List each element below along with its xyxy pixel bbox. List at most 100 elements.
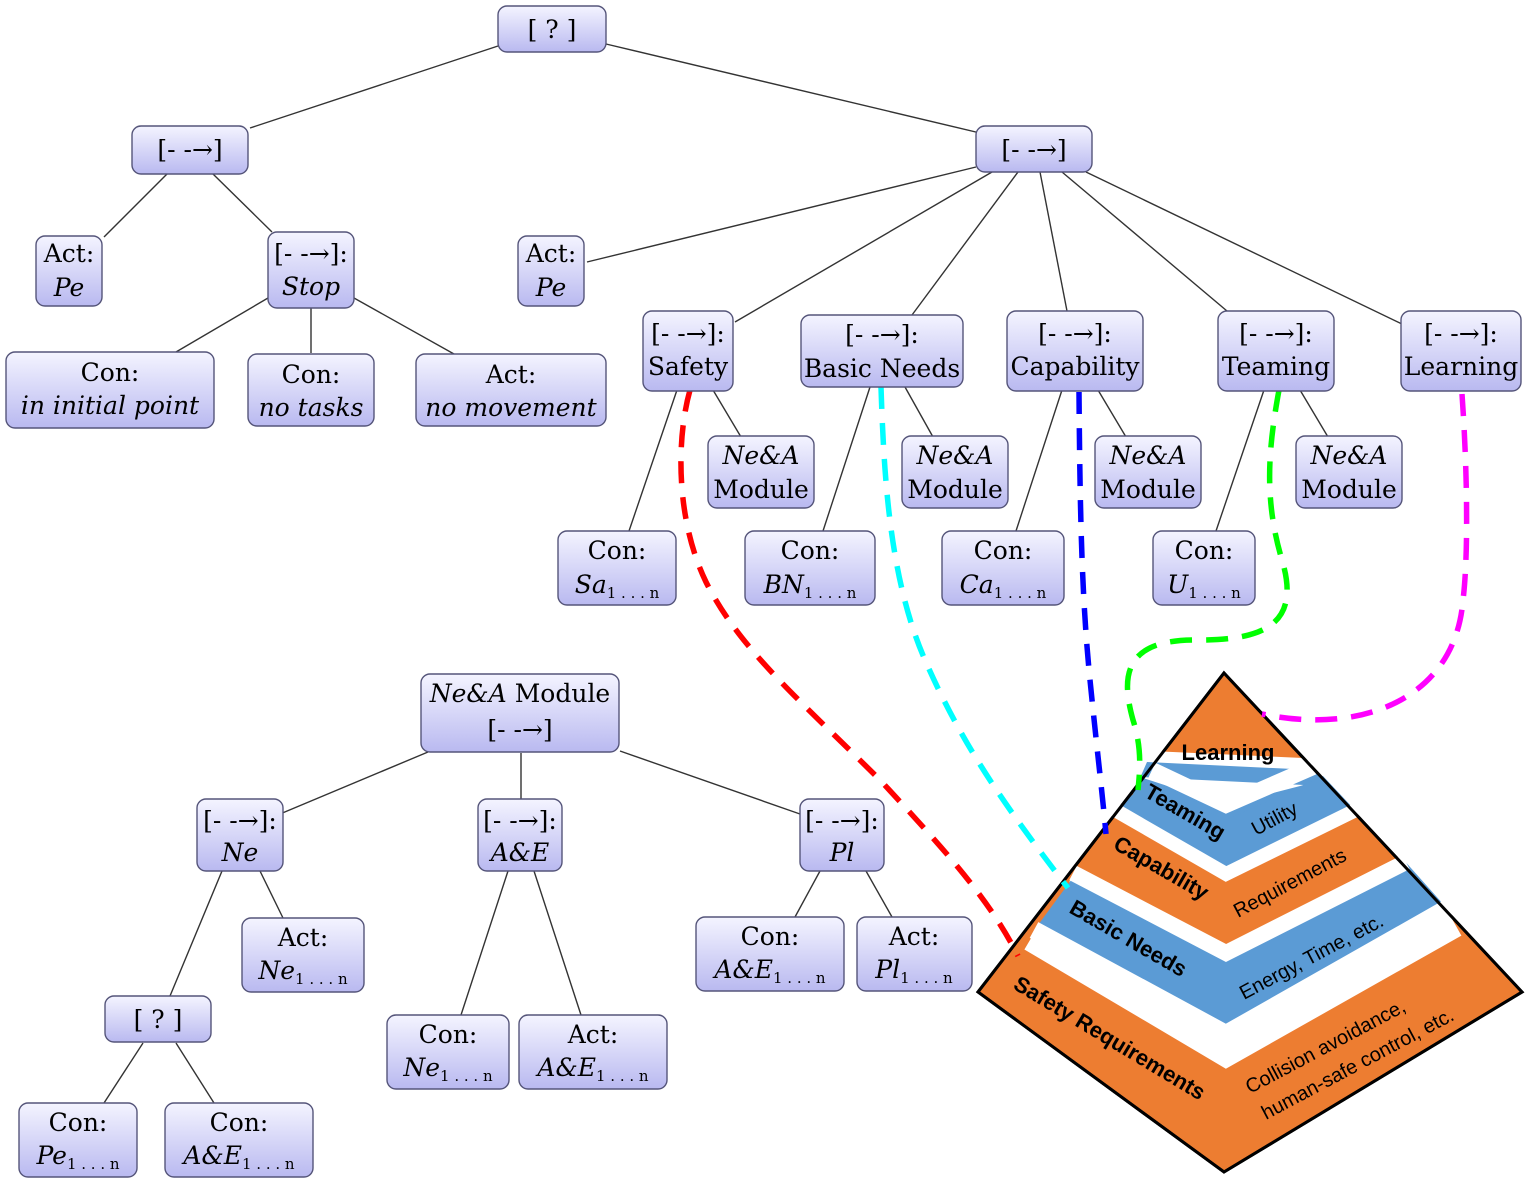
svg-text:Con:: Con:: [588, 536, 647, 565]
svg-text:[- -→]:: [- -→]:: [483, 806, 557, 835]
module-tree-edges: [103, 750, 893, 1104]
seq-right-node: [- -→]: [975, 125, 1093, 173]
pl-act-node: Act: Pl1 . . . n: [856, 916, 973, 992]
root-fallback-node: [ ? ]: [497, 5, 607, 53]
svg-text:Basic Needs: Basic Needs: [804, 354, 960, 383]
ne-fallback-node: [ ? ]: [104, 995, 212, 1043]
svg-text:[- -→]: [- -→]: [487, 715, 552, 744]
learning-link: [1261, 393, 1470, 723]
svg-text:Ca1 . . . n: Ca1 . . . n: [960, 570, 1047, 602]
safety-module-node: Ne&A Module: [707, 435, 815, 509]
svg-text:Safety: Safety: [648, 352, 729, 381]
stop-act-no-movement-node: Act: no movement: [415, 353, 607, 427]
stop-node: [- -→]: Stop: [267, 231, 355, 309]
basic-needs-link: [878, 386, 1071, 890]
svg-text:Module: Module: [1301, 475, 1397, 504]
svg-text:no tasks: no tasks: [259, 393, 364, 422]
svg-text:Con:: Con:: [210, 1108, 269, 1137]
svg-text:Module: Module: [907, 475, 1003, 504]
svg-text:[- -→]:: [- -→]:: [1038, 319, 1112, 348]
svg-text:[- -→]: [- -→]: [1001, 135, 1066, 164]
svg-text:A&E1 . . . n: A&E1 . . . n: [535, 1053, 648, 1085]
fb-con-pe-node: Con: Pe1 . . . n: [18, 1102, 138, 1178]
sep-2: [1111, 803, 1360, 882]
ae-seq-node: [- -→]: A&E: [477, 798, 563, 872]
teaming-node: [- -→]: Teaming: [1217, 310, 1335, 392]
svg-text:Con:: Con:: [741, 922, 800, 951]
svg-text:Con:: Con:: [419, 1020, 478, 1049]
svg-text:Learning: Learning: [1404, 352, 1518, 381]
svg-text:Act:: Act:: [525, 239, 577, 268]
svg-text:Con:: Con:: [1175, 536, 1234, 565]
svg-text:in initial point: in initial point: [21, 391, 200, 420]
svg-text:Act:: Act:: [485, 360, 537, 389]
svg-text:[- -→]:: [- -→]:: [203, 806, 277, 835]
svg-text:Pe: Pe: [535, 273, 567, 302]
svg-text:Module: Module: [713, 475, 809, 504]
svg-text:U1 . . . n: U1 . . . n: [1167, 570, 1241, 602]
ae-act-node: Act: A&E1 . . . n: [518, 1014, 668, 1090]
svg-text:[ ? ]: [ ? ]: [134, 1005, 183, 1034]
module-root-node: Ne&A Module [- -→]: [420, 673, 620, 753]
svg-text:Capability: Capability: [1010, 352, 1140, 381]
svg-text:[- -→]:: [- -→]:: [274, 239, 348, 268]
svg-text:Ne&A Module: Ne&A Module: [429, 679, 610, 708]
svg-text:Pl1 . . . n: Pl1 . . . n: [874, 955, 953, 987]
capability-con-node: Con: Ca1 . . . n: [941, 530, 1065, 606]
svg-text:Sa1 . . . n: Sa1 . . . n: [575, 570, 660, 602]
svg-text:Con:: Con:: [974, 536, 1033, 565]
svg-text:Ne&A: Ne&A: [1310, 441, 1388, 470]
sep-5: [1024, 916, 1462, 1069]
svg-text:[ ? ]: [ ? ]: [528, 15, 577, 44]
right-act-pe-node: Act: Pe: [517, 235, 585, 307]
svg-text:A&E1 . . . n: A&E1 . . . n: [181, 1141, 294, 1173]
safety-node: [- -→]: Safety: [642, 310, 734, 392]
svg-text:Stop: Stop: [282, 272, 340, 301]
svg-text:Con:: Con:: [49, 1108, 108, 1137]
learning-separator: [1148, 759, 1317, 814]
svg-text:Ne1 . . . n: Ne1 . . . n: [402, 1053, 493, 1085]
safety-con-node: Con: Sa1 . . . n: [557, 530, 677, 606]
teaming-module-node: Ne&A Module: [1295, 435, 1403, 509]
svg-text:Pe: Pe: [53, 273, 85, 302]
svg-text:Ne&A: Ne&A: [916, 441, 994, 470]
needs-pyramid: Learning Teaming Utility Capability Requ…: [975, 670, 1525, 1174]
ae-con-node: Con: Ne1 . . . n: [386, 1014, 510, 1090]
svg-text:Act:: Act:: [277, 923, 329, 952]
pl-seq-node: [- -→]: Pl: [799, 798, 885, 872]
basic-needs-node: [- -→]: Basic Needs: [800, 314, 964, 388]
svg-text:Ne1 . . . n: Ne1 . . . n: [257, 956, 348, 988]
svg-text:Ne&A: Ne&A: [722, 441, 800, 470]
svg-text:Act:: Act:: [888, 922, 940, 951]
svg-text:Act:: Act:: [567, 1020, 619, 1049]
svg-text:Con:: Con:: [282, 360, 341, 389]
svg-text:Con:: Con:: [81, 358, 140, 387]
capability-node: [- -→]: Capability: [1006, 310, 1144, 392]
basic-needs-con-node: Con: BN1 . . . n: [744, 530, 876, 606]
layer-links: [678, 386, 1470, 958]
svg-text:Ne&A: Ne&A: [1109, 441, 1187, 470]
svg-text:[- -→]:: [- -→]:: [805, 806, 879, 835]
stop-con-initial-point-node: Con: in initial point: [5, 351, 215, 429]
pyramid-learning-label: Learning: [1182, 740, 1275, 765]
ne-act-node: Act: Ne1 . . . n: [241, 917, 365, 993]
capability-link: [1076, 391, 1109, 835]
svg-text:[- -→]: [- -→]: [157, 135, 222, 164]
learning-node: [- -→]: Learning: [1400, 310, 1522, 392]
svg-text:Act:: Act:: [43, 239, 95, 268]
svg-text:no movement: no movement: [425, 393, 597, 422]
top-tree-edges: [103, 43, 1405, 532]
svg-text:Ne: Ne: [221, 838, 259, 867]
svg-text:[- -→]:: [- -→]:: [845, 320, 919, 349]
svg-text:Pl: Pl: [829, 838, 855, 867]
safety-link: [678, 389, 1021, 958]
teaming-blue: [1118, 776, 1354, 872]
svg-text:BN1 . . . n: BN1 . . . n: [763, 570, 857, 602]
svg-text:A&E: A&E: [489, 838, 550, 867]
stop-con-no-tasks-node: Con: no tasks: [247, 353, 375, 427]
left-act-pe-node: Act: Pe: [35, 235, 103, 307]
teaming-link: [1124, 389, 1290, 791]
svg-text:Teaming: Teaming: [1222, 352, 1330, 381]
sep-4: [1029, 900, 1453, 1045]
